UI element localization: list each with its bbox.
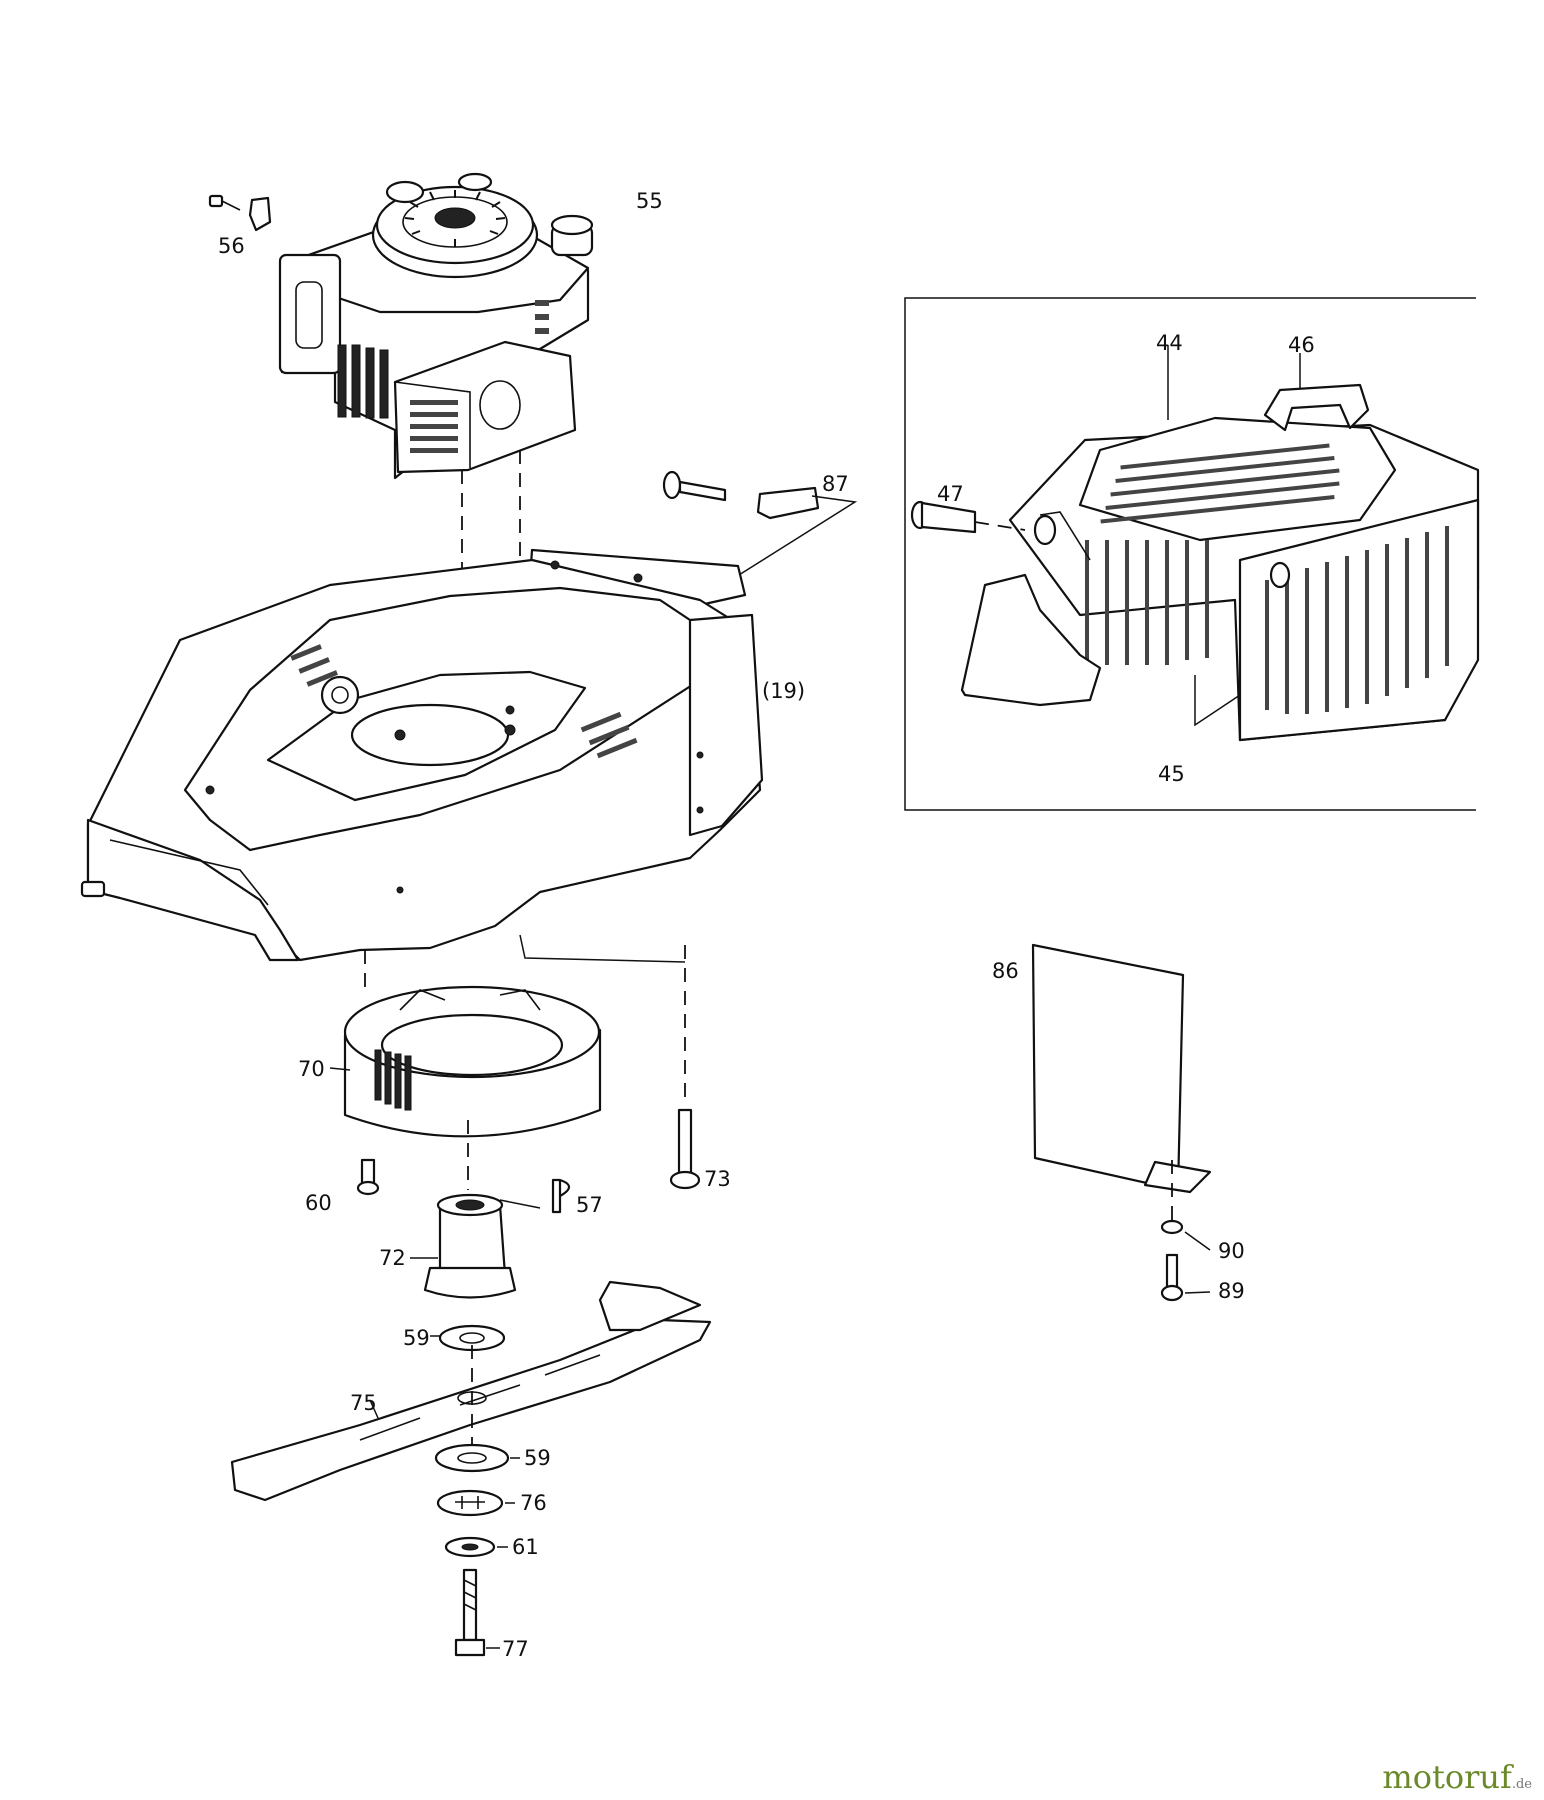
label-46: 46	[1288, 333, 1315, 357]
grass-catcher-inset	[904, 297, 1480, 811]
motor-support-ring	[329, 985, 602, 1138]
label-73: 73	[704, 1167, 731, 1191]
label-72: 72	[379, 1246, 406, 1270]
screw-73	[669, 945, 701, 1190]
label-45: 45	[1158, 762, 1185, 786]
label-89: 89	[1218, 1279, 1245, 1303]
label-55: 55	[636, 189, 663, 213]
washer-61	[444, 1536, 508, 1558]
washer-upper	[430, 1324, 506, 1352]
label-47: 47	[937, 482, 964, 506]
label-76: 76	[520, 1491, 547, 1515]
label-90: 90	[1218, 1239, 1245, 1263]
label-57: 57	[576, 1193, 603, 1217]
label-60: 60	[305, 1191, 332, 1215]
label-86: 86	[992, 959, 1019, 983]
label-19: (19)	[762, 679, 805, 703]
callout-labels: 55 56 44 46 47 87 (19) 45 86 70 73 60 57…	[218, 189, 1315, 1661]
label-61: 61	[512, 1535, 539, 1559]
mower-blade	[230, 1280, 712, 1502]
label-70: 70	[298, 1057, 325, 1081]
motoruf-watermark: motoruf.de	[1382, 1758, 1532, 1796]
bracket-bolt	[662, 470, 858, 613]
mower-deck	[80, 548, 764, 963]
label-75: 75	[350, 1391, 377, 1415]
screw-and-clip	[208, 194, 272, 232]
washer-76	[436, 1489, 515, 1517]
watermark-suffix: .de	[1511, 1777, 1532, 1792]
washer-lower	[434, 1443, 520, 1473]
label-44: 44	[1156, 331, 1183, 355]
label-59-lower: 59	[524, 1446, 551, 1470]
watermark-brand: motoruf	[1382, 1758, 1512, 1796]
label-87: 87	[822, 472, 849, 496]
screw-60	[356, 1158, 380, 1196]
blade-adapter	[410, 1120, 571, 1299]
label-77: 77	[502, 1637, 529, 1661]
label-56: 56	[218, 234, 245, 258]
rear-flap	[1031, 943, 1212, 1302]
engine	[278, 172, 594, 480]
blade-bolt	[454, 1568, 500, 1657]
label-59-upper: 59	[403, 1326, 430, 1350]
